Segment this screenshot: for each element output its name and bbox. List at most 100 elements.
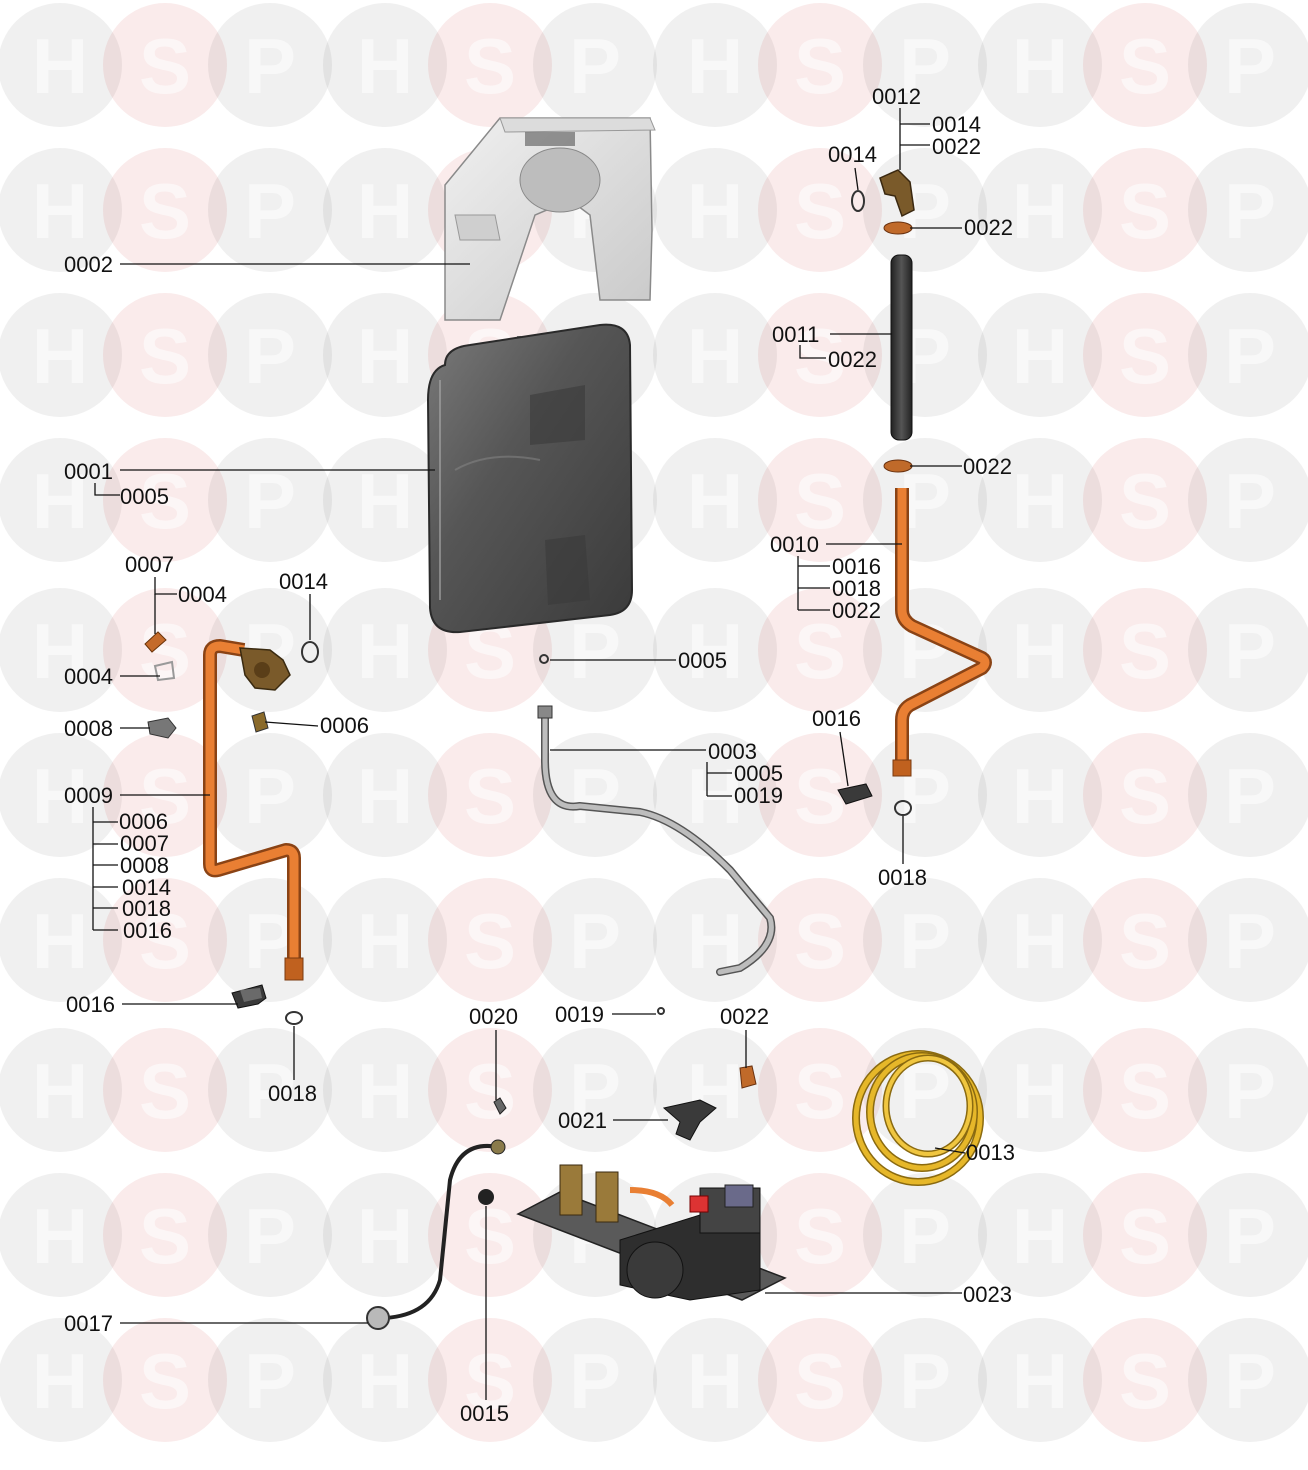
part-hose-assembly-right — [851, 169, 915, 473]
watermark-circle — [653, 148, 777, 272]
watermark-letter: S — [464, 752, 516, 840]
callout-0019: 0019 — [734, 783, 783, 808]
watermark-circle — [758, 1173, 882, 1297]
watermark-letter: H — [32, 1192, 88, 1280]
watermark-circle — [103, 3, 227, 127]
watermark-letter: S — [1119, 607, 1171, 695]
watermark-letter: S — [464, 897, 516, 985]
part-clips-left — [231, 984, 303, 1025]
callout-0010: 0010 — [770, 532, 819, 557]
watermark-circle — [323, 878, 447, 1002]
watermark-circle — [103, 1028, 227, 1152]
watermark-letter: S — [139, 1047, 191, 1135]
watermark-letter: H — [687, 22, 743, 110]
watermark-circle — [758, 1028, 882, 1152]
watermark-letter: S — [139, 457, 191, 545]
watermark-letter: H — [32, 1337, 88, 1425]
watermark-letter: P — [244, 752, 296, 840]
callout-0014: 0014 — [279, 569, 328, 594]
callout-0022: 0022 — [932, 134, 981, 159]
watermark-circle — [323, 733, 447, 857]
watermark-letter: P — [1224, 1047, 1276, 1135]
callout-0016: 0016 — [66, 992, 115, 1017]
watermark-letter: S — [139, 167, 191, 255]
watermark-letter: S — [139, 22, 191, 110]
watermark-letter: P — [1224, 1337, 1276, 1425]
watermark-letter: P — [1224, 607, 1276, 695]
watermark-letter: H — [32, 607, 88, 695]
watermark-letter: H — [32, 897, 88, 985]
watermark-letter: P — [1224, 312, 1276, 400]
watermark-circle — [428, 3, 552, 127]
watermark-circle — [208, 148, 332, 272]
callout-0022: 0022 — [720, 1004, 769, 1029]
callout-0005: 0005 — [120, 484, 169, 509]
watermark-circle — [1083, 733, 1207, 857]
callout-0003: 0003 — [708, 739, 757, 764]
watermark-letter: P — [569, 22, 621, 110]
watermark-circle — [208, 293, 332, 417]
callout-0018: 0018 — [122, 896, 171, 921]
watermark-circle — [978, 148, 1102, 272]
watermark-letter: P — [244, 1337, 296, 1425]
watermark-letter: H — [1012, 1337, 1068, 1425]
watermark-pattern: HSPHSPHSPHSPHSPHSPHSPHSPHSPHSPHSPHSPHSPH… — [0, 3, 1308, 1442]
watermark-circle — [978, 1173, 1102, 1297]
watermark-circle — [1083, 3, 1207, 127]
callout-0021: 0021 — [558, 1108, 607, 1133]
watermark-circle — [1083, 438, 1207, 562]
watermark-circle — [428, 733, 552, 857]
watermark-circle — [428, 1028, 552, 1152]
watermark-circle — [0, 1028, 122, 1152]
watermark-letter: S — [794, 1047, 846, 1135]
watermark-letter: S — [794, 167, 846, 255]
watermark-circle — [978, 438, 1102, 562]
watermark-letter: S — [1119, 1192, 1171, 1280]
watermark-circle — [103, 438, 227, 562]
watermark-circle — [653, 438, 777, 562]
callout-0005: 0005 — [678, 648, 727, 673]
callout-0007: 0007 — [120, 831, 169, 856]
watermark-letter: P — [244, 1047, 296, 1135]
watermark-letter: S — [794, 312, 846, 400]
watermark-circle — [103, 878, 227, 1002]
watermark-letter: S — [139, 1192, 191, 1280]
watermark-circle — [533, 1318, 657, 1442]
watermark-circle — [978, 3, 1102, 127]
watermark-letter: P — [569, 607, 621, 695]
watermark-letter: P — [244, 312, 296, 400]
part-expansion-vessel — [426, 323, 634, 634]
watermark-circle — [323, 1318, 447, 1442]
callout-0022: 0022 — [828, 347, 877, 372]
watermark-letter: S — [794, 457, 846, 545]
watermark-circle — [978, 878, 1102, 1002]
watermark-letter: H — [687, 1337, 743, 1425]
watermark-letter: S — [1119, 167, 1171, 255]
callout-labels: 0002 0001 0005 0007 0004 0014 0004 0008 … — [64, 84, 1015, 1426]
watermark-circle — [0, 1318, 122, 1442]
watermark-letter: H — [1012, 167, 1068, 255]
watermark-letter: S — [794, 22, 846, 110]
callout-0006: 0006 — [320, 713, 369, 738]
watermark-circle — [103, 1173, 227, 1297]
watermark-circle — [1188, 3, 1308, 127]
watermark-letter: S — [1119, 22, 1171, 110]
watermark-letter: H — [357, 752, 413, 840]
callout-0022: 0022 — [963, 454, 1012, 479]
watermark-circle — [533, 878, 657, 1002]
watermark-letter: P — [1224, 167, 1276, 255]
watermark-letter: P — [1224, 22, 1276, 110]
watermark-circle — [1083, 588, 1207, 712]
watermark-circle — [978, 293, 1102, 417]
watermark-circle — [1083, 1028, 1207, 1152]
watermark-circle — [208, 1173, 332, 1297]
watermark-circle — [0, 733, 122, 857]
watermark-letter: H — [357, 607, 413, 695]
watermark-circle — [533, 733, 657, 857]
watermark-circle — [428, 878, 552, 1002]
callout-0015: 0015 — [460, 1401, 509, 1426]
callout-0002: 0002 — [64, 252, 113, 277]
part-copper-pipe-right — [837, 488, 992, 816]
watermark-letter: S — [794, 752, 846, 840]
